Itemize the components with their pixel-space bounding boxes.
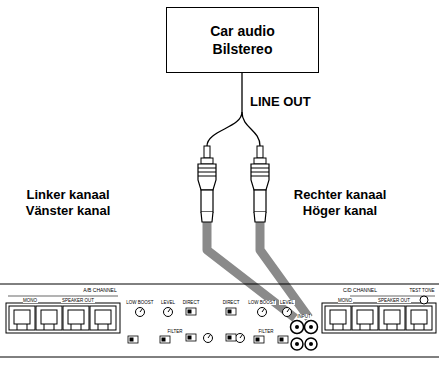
panel-label: INPUT	[297, 314, 312, 319]
channel-label: Linker kanaal	[26, 188, 109, 203]
panel-label: FILTER	[258, 329, 274, 334]
channel-label: Höger kanal	[303, 204, 377, 219]
channel-label: Rechter kanaal	[294, 188, 387, 203]
panel-label: DIRECT	[182, 300, 200, 305]
panel-label: MONO	[338, 298, 353, 303]
device-name: Car audio	[210, 22, 275, 40]
panel-label: C/D CHANNEL	[343, 288, 378, 294]
panel-label: DIRECT	[222, 300, 240, 305]
panel-label: TEST TONE	[409, 288, 435, 293]
panel-label: SPEAKER OUT	[377, 298, 410, 303]
panel-label: LOW BOOST	[126, 300, 154, 305]
signal-name: LINE OUT	[250, 95, 311, 110]
panel-label: MONO	[23, 298, 38, 303]
panel-label: A/B CHANNEL	[83, 288, 117, 294]
panel-label: FILTER	[167, 329, 183, 334]
panel-label: LOW BOOST	[248, 300, 276, 305]
panel-label: SPEAKER OUT	[61, 298, 94, 303]
device-name: Bilstereo	[213, 40, 273, 58]
device-box: Car audioBilstereo	[166, 7, 319, 73]
panel-label: LEVEL	[279, 300, 294, 305]
panel-label: LEVEL	[160, 300, 175, 305]
channel-label: Vänster kanal	[26, 204, 111, 219]
